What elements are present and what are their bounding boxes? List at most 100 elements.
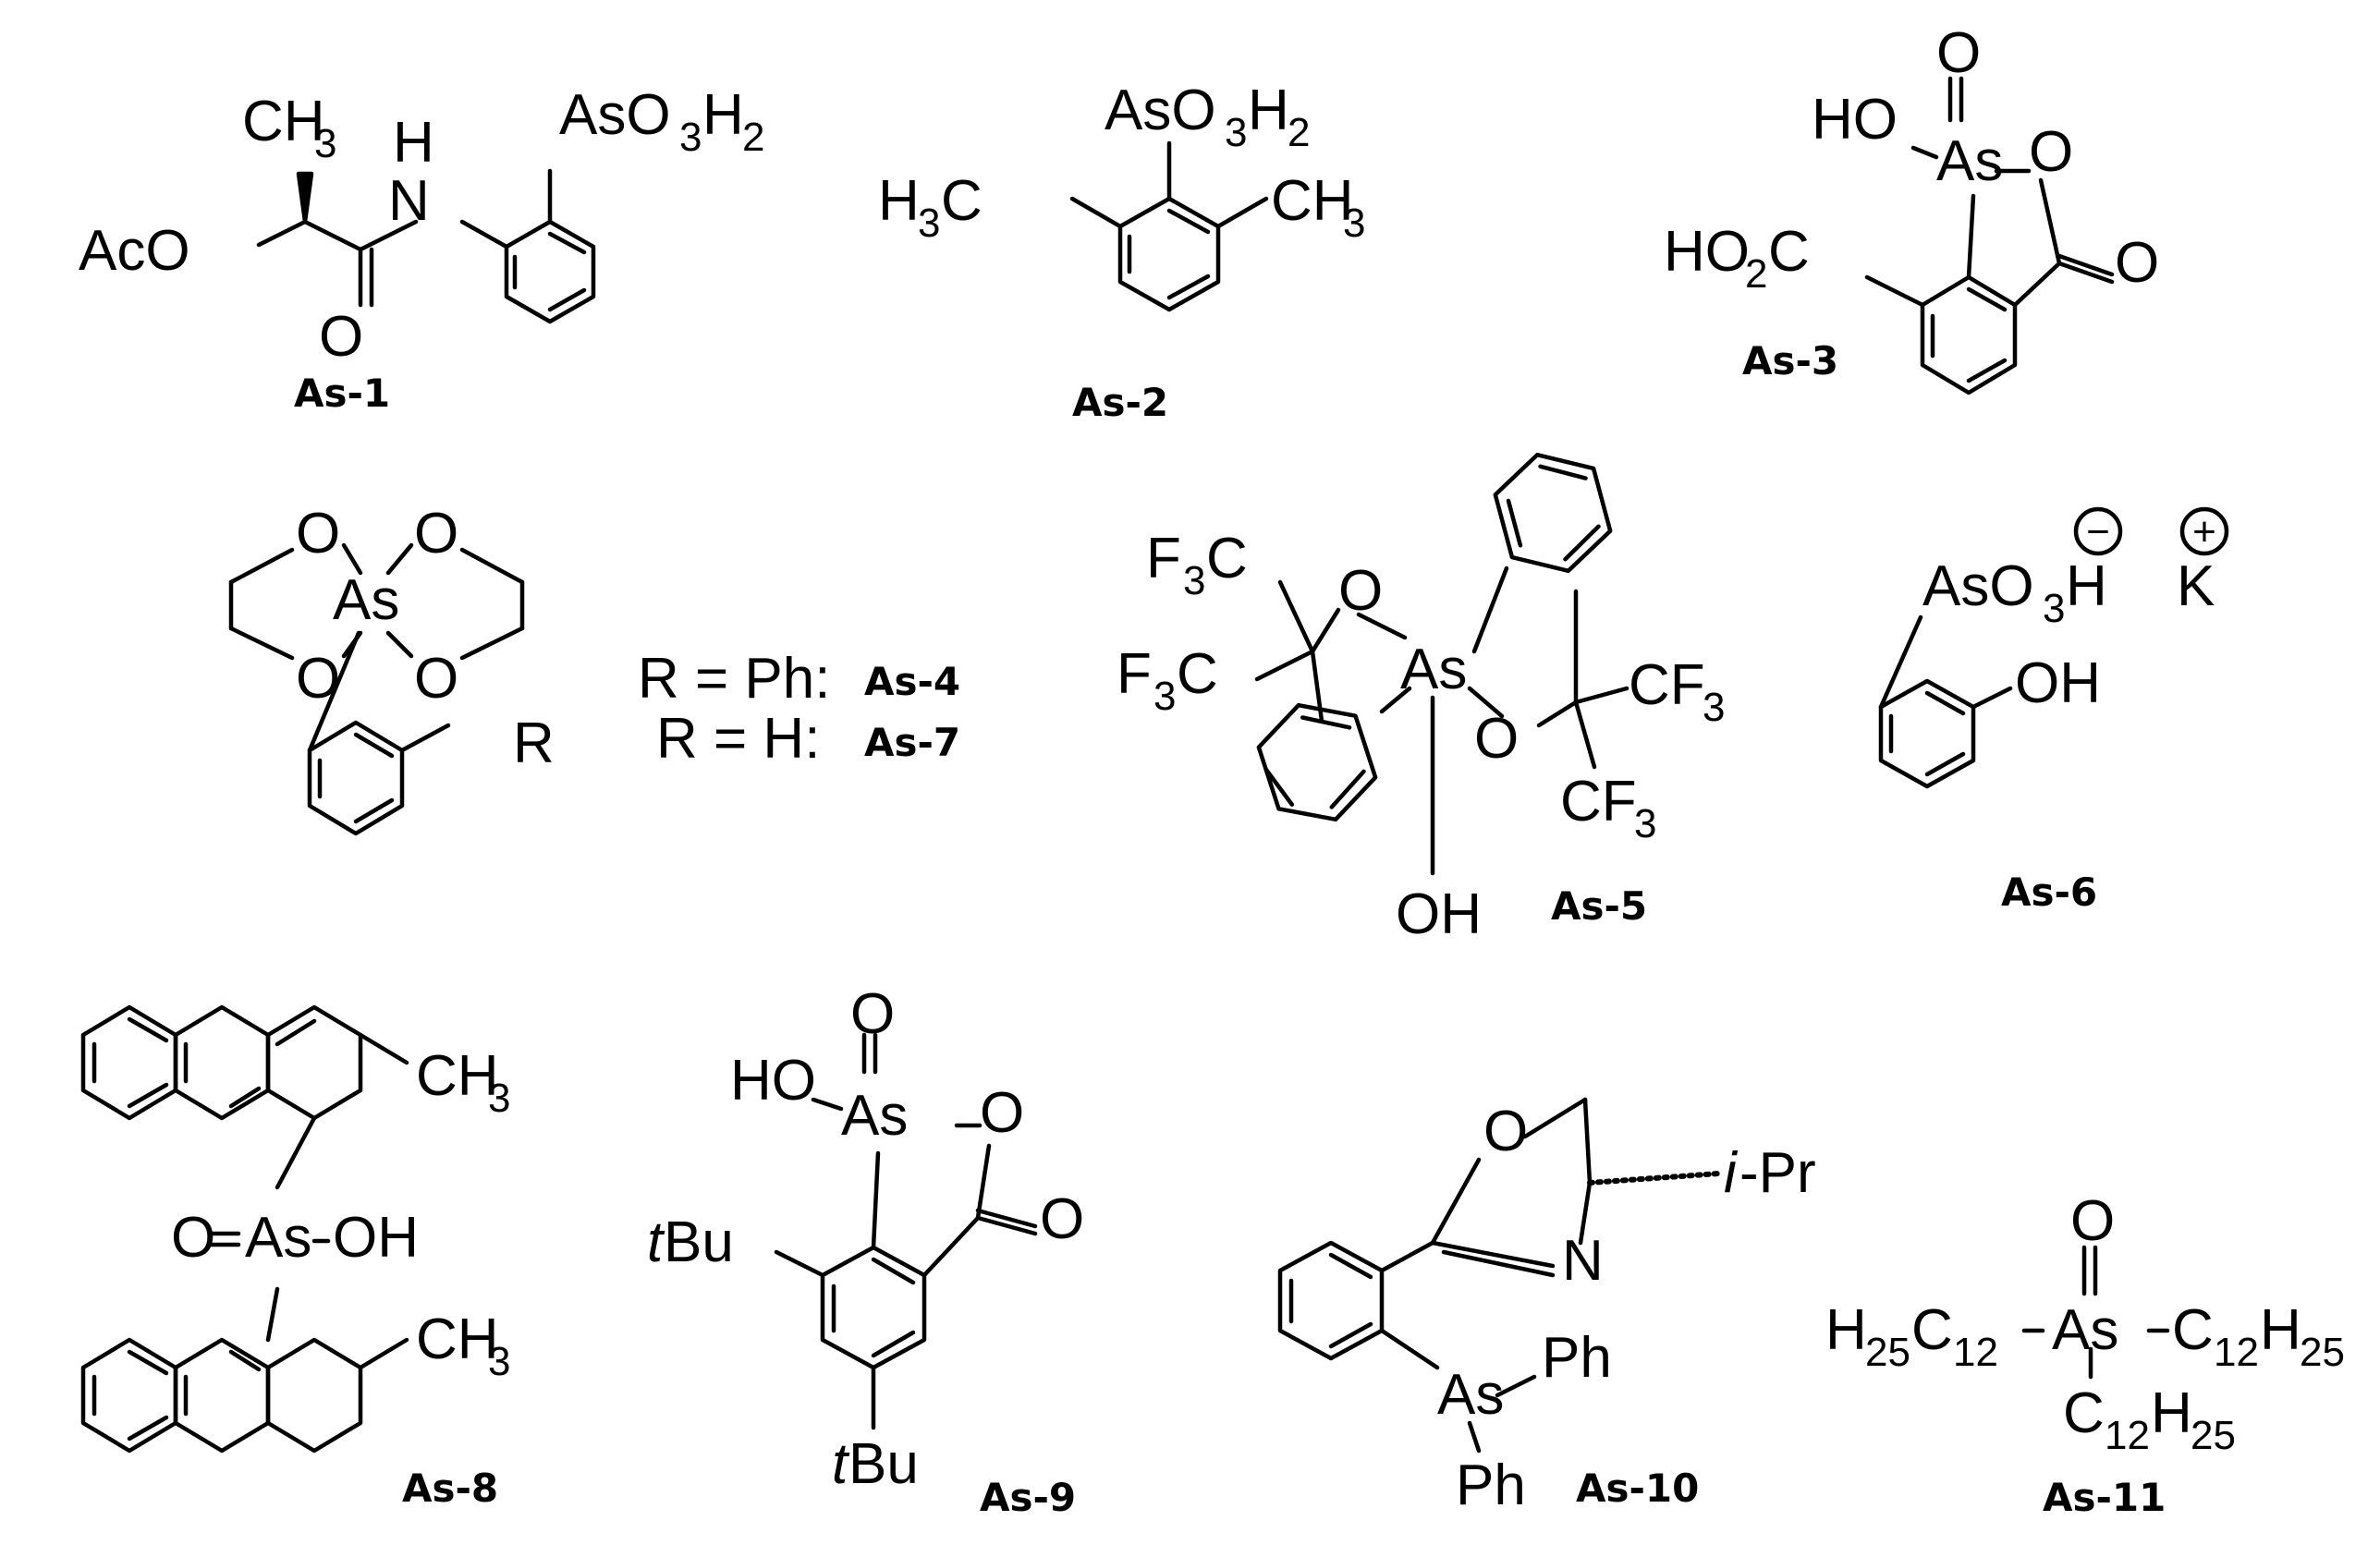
atom-o: O (1474, 707, 1519, 771)
atom-h: H (1248, 79, 1289, 142)
atom-o: O (2115, 231, 2159, 295)
atom-c: C (1911, 1298, 1953, 1362)
compound-label-as1: As-1 (294, 371, 390, 416)
atom-o: O (319, 305, 363, 369)
benzene-ring (1277, 1240, 1385, 1361)
atom-sub: 3 (1225, 110, 1247, 155)
atom-sub: 3 (314, 121, 336, 166)
svg-text:−: − (2086, 509, 2110, 554)
atom-sub: 3 (679, 115, 702, 160)
atom-h: H (1825, 1298, 1867, 1362)
atom-as: As (2052, 1298, 2118, 1362)
naphthalene-ring (80, 1337, 178, 1454)
atom-as: As (1400, 638, 1467, 701)
atom-oh: OH (333, 1206, 419, 1270)
atom-oh: OH (1396, 882, 1482, 946)
atom-ho: HO (1812, 88, 1898, 152)
atom-sub: 3 (918, 201, 940, 246)
atom-sub: 2 (742, 115, 764, 160)
structure-as2: AsO 3 H 2 H 3 C CH 3 As-2 (878, 79, 1365, 425)
naphthalene-ring (80, 1004, 178, 1121)
compound-label-as8: As-8 (402, 1466, 498, 1511)
atom-c: C (1768, 220, 1810, 284)
atom-c: C (2172, 1298, 2214, 1362)
atom-sub: 3 (488, 1076, 510, 1121)
atom-sub: 25 (2191, 1413, 2236, 1458)
atom-r: R (513, 712, 555, 775)
benzene-ring (504, 219, 596, 324)
atom-ph: Ph (1456, 1454, 1526, 1517)
atom-ch: CH (1271, 169, 1354, 233)
atom-sub: 3 (1153, 674, 1176, 719)
compound-label-as11: As-11 (2043, 1475, 2166, 1520)
atom-ph: Ph (1542, 1326, 1612, 1390)
atom-o: O (414, 502, 458, 566)
atom-sub: 25 (1865, 1330, 1910, 1375)
structure-as6: AsO 3 H K OH − + As-6 (1878, 506, 2229, 915)
atom-ch: CH (242, 90, 325, 153)
atom-k: K (2177, 554, 2215, 618)
atom-o: O (2029, 120, 2073, 184)
structure-as9: O HO As O O t Bu t Bu As-9 (647, 982, 1084, 1520)
structure-as8: CH 3 O As OH CH 3 As-8 (80, 1004, 510, 1511)
compound-label-as10: As-10 (1576, 1466, 1699, 1511)
structure-as1: CH 3 AcO H N O AsO 3 H 2 As-1 (79, 83, 764, 416)
naphthalene-ring (265, 1004, 363, 1121)
atom-o: O (1040, 1187, 1084, 1251)
atom-aco: AcO (79, 219, 190, 283)
compound-label-as7: As-7 (864, 720, 960, 765)
atom-c: C (1206, 527, 1248, 590)
benzene-ring (307, 720, 405, 836)
atom-sub: 3 (1703, 685, 1725, 730)
compound-label-as4: As-4 (864, 659, 960, 704)
atom-o: O (1338, 559, 1383, 623)
atom-sub: 3 (488, 1339, 510, 1384)
atom-ho: HO (1664, 220, 1750, 284)
negative-charge-icon: − (2073, 506, 2123, 556)
structure-as3: O HO As O O HO 2 C As-3 (1664, 21, 2159, 395)
atom-as: As (1437, 1363, 1504, 1427)
atom-o: O (1483, 1100, 1528, 1163)
atom-sub: 12 (2105, 1413, 2150, 1458)
atom-h: H (702, 83, 744, 147)
atom-sub: 3 (1343, 201, 1365, 246)
atom-sub: 12 (1953, 1330, 1998, 1375)
structure-as10: O N i -Pr As Ph Ph As-10 (1277, 1097, 1816, 1517)
atom-o: O (296, 647, 340, 711)
atom-c: C (1177, 642, 1218, 706)
atom-aso: AsO (559, 83, 671, 147)
atom-h: H (2151, 1381, 2192, 1445)
compound-label-as9: As-9 (980, 1475, 1076, 1520)
naphthalene-ring (265, 1337, 363, 1454)
atom-bu: Bu (664, 1210, 734, 1274)
atom-f: F (1146, 527, 1181, 590)
atom-as: As (841, 1084, 908, 1148)
atom-t: t (832, 1432, 850, 1496)
atom-sub: 12 (2214, 1330, 2259, 1375)
atom-o: O (980, 1081, 1024, 1145)
structure-as5: F 3 C O F 3 C As CF 3 O CF 3 OH As-5 (1117, 452, 1725, 946)
structure-as4-as7: O O As O O R (228, 502, 555, 836)
atom-o: O (171, 1206, 215, 1270)
benzene-ring (1493, 452, 1613, 574)
atom-as: As (245, 1206, 311, 1270)
atom-sub: 2 (1288, 110, 1310, 155)
atom-sub: 3 (1634, 801, 1656, 846)
atom-c: C (2063, 1381, 2105, 1445)
atom-bu: Bu (848, 1432, 919, 1496)
r-legend-text: R = H: (656, 707, 820, 771)
atom-f: F (1117, 642, 1152, 706)
compound-label-as2: As-2 (1072, 380, 1168, 425)
r-substituent-legend: R = Ph: As-4 R = H: As-7 (638, 647, 960, 771)
atom-oh: OH (2015, 651, 2101, 715)
atom-cf: CF (1560, 770, 1637, 833)
benzene-ring (1256, 702, 1378, 822)
atom-ch: CH (416, 1044, 499, 1108)
atom-sub: 3 (2043, 586, 2065, 631)
atom-h: H (393, 111, 434, 175)
atom-h: H (2260, 1298, 2301, 1362)
atom-o: O (1936, 21, 1981, 85)
atom-aso: AsO (1922, 554, 2034, 618)
atom-o: O (850, 982, 895, 1046)
